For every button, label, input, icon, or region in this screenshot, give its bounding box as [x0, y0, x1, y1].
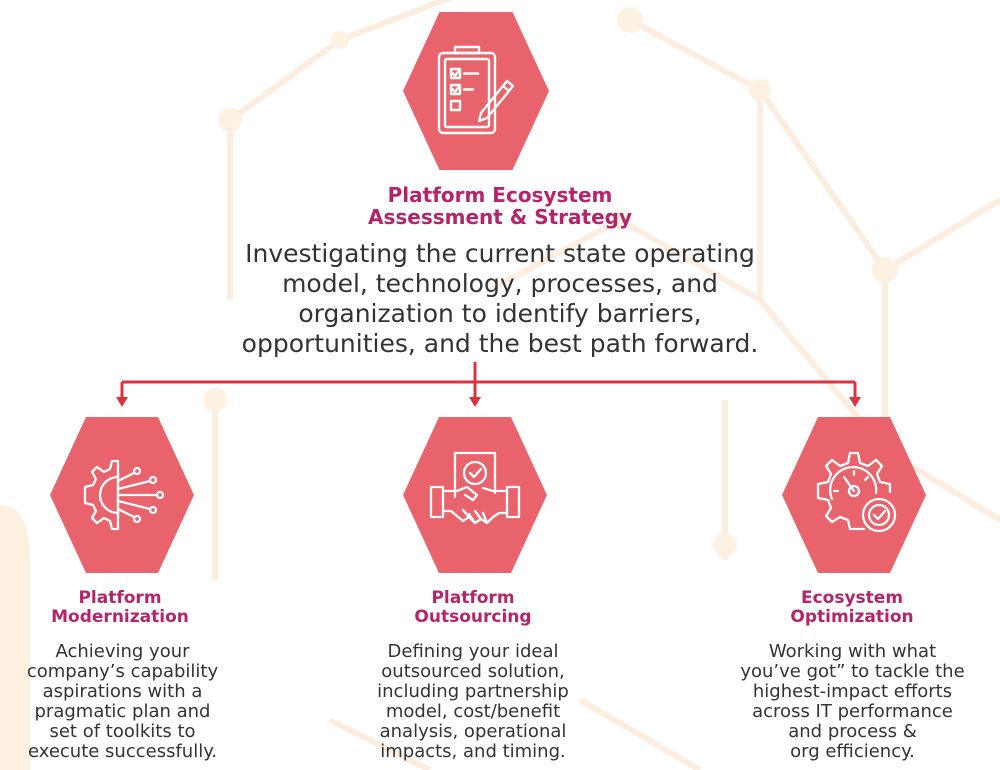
desc-line: aspirations with a — [42, 680, 203, 702]
desc-line: org efficiency. — [790, 740, 915, 762]
top-desc-line: Investigating the current state operatin… — [245, 239, 755, 268]
desc-line: set of toolkits to — [49, 720, 196, 742]
optimization-hexagon — [782, 417, 926, 573]
top-title-line: Assessment & Strategy — [367, 205, 633, 230]
desc-line: outsourced solution, — [381, 660, 565, 682]
handshake-document-icon — [429, 451, 521, 525]
outsourcing-description: Defining your ideal outsourced solution,… — [348, 642, 598, 762]
top-desc-line: organization to identify barriers, — [298, 299, 702, 328]
desc-line: including partnership — [377, 680, 569, 702]
title-line: Platform — [431, 588, 515, 608]
modernization-hexagon — [50, 417, 194, 573]
desc-line: pragmatic plan and — [34, 700, 211, 722]
outsourcing-title: Platform Outsourcing — [373, 588, 573, 628]
desc-line: Achieving your — [55, 641, 190, 662]
clipboard-checklist-icon — [437, 45, 515, 135]
top-title-line: Platform Ecosystem — [387, 183, 613, 207]
desc-line: you’ve got” to tackle the — [740, 660, 965, 682]
title-line: Outsourcing — [414, 607, 532, 628]
modernization-title: Platform Modernization — [20, 588, 220, 628]
title-line: Optimization — [790, 607, 914, 628]
desc-line: impacts, and timing. — [380, 740, 566, 762]
modernization-description: Achieving your company’s capability aspi… — [0, 642, 245, 762]
top-title: Platform Ecosystem Assessment & Strategy — [280, 184, 720, 229]
desc-line: Defining your ideal — [387, 641, 559, 662]
desc-line: highest-impact efforts — [752, 680, 953, 702]
gear-circuit-icon — [83, 459, 165, 531]
desc-line: and process & — [788, 720, 917, 742]
gear-gauge-check-icon — [816, 451, 897, 533]
desc-line: company’s capability — [26, 660, 219, 682]
title-line: Ecosystem — [800, 588, 904, 608]
desc-line: across IT performance — [752, 700, 953, 722]
top-description: Investigating the current state operatin… — [170, 239, 830, 359]
desc-line: analysis, operational — [379, 720, 567, 742]
outsourcing-hexagon — [403, 417, 547, 573]
top-desc-line: opportunities, and the best path forward… — [241, 329, 759, 358]
title-line: Platform — [78, 588, 162, 608]
optimization-title: Ecosystem Optimization — [752, 588, 952, 628]
title-line: Modernization — [51, 607, 189, 628]
top-desc-line: model, technology, processes, and — [282, 269, 718, 298]
desc-line: execute successfully. — [27, 740, 218, 762]
desc-line: model, cost/benefit — [385, 700, 561, 722]
optimization-description: Working with what you’ve got” to tackle … — [715, 642, 990, 762]
desc-line: Working with what — [768, 641, 937, 662]
